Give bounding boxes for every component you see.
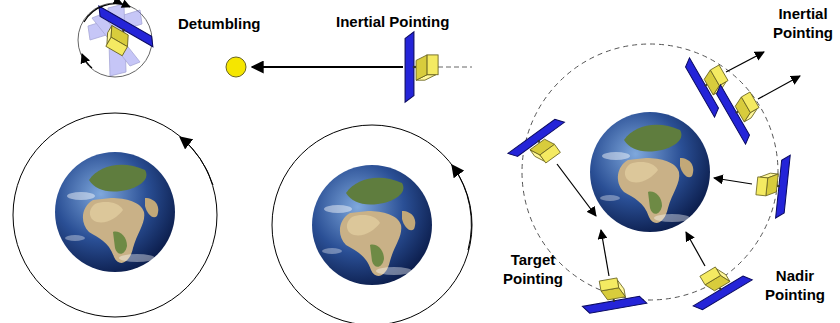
mode-label: Target Pointing bbox=[496, 250, 570, 288]
inertial-satellite bbox=[714, 74, 772, 144]
nadir-satellite bbox=[682, 254, 752, 313]
inertial-satellite bbox=[405, 32, 438, 102]
nadir-arrow bbox=[686, 232, 705, 266]
orbit bbox=[522, 44, 778, 300]
mode-label: Inertial Pointing bbox=[770, 4, 836, 42]
target-arrow bbox=[601, 230, 609, 276]
tumbling-satellite bbox=[83, 6, 157, 67]
nadir-satellite bbox=[754, 152, 791, 219]
orbit bbox=[272, 125, 472, 323]
tumble-arrow bbox=[84, 4, 130, 22]
inertial-arrow bbox=[726, 52, 764, 72]
earth bbox=[312, 165, 432, 285]
earth bbox=[590, 112, 710, 232]
mode-label: Detumbling bbox=[178, 14, 308, 33]
mode-label: Nadir Pointing bbox=[758, 266, 832, 304]
nadir-arrow bbox=[714, 178, 752, 184]
tumble-arrow bbox=[82, 54, 92, 68]
pointing-axis bbox=[438, 67, 472, 68]
orbit-arrow bbox=[452, 165, 471, 250]
orbit bbox=[13, 113, 217, 317]
sun bbox=[226, 57, 246, 77]
target-satellite bbox=[579, 274, 647, 315]
orbit-arrow bbox=[180, 137, 213, 185]
sun-pointing-arrow bbox=[252, 66, 403, 68]
target-arrow bbox=[557, 164, 596, 216]
inertial-arrow bbox=[758, 76, 800, 99]
target-satellite bbox=[508, 116, 577, 178]
earth bbox=[55, 152, 175, 272]
mode-label: Inertial Pointing bbox=[336, 12, 496, 31]
